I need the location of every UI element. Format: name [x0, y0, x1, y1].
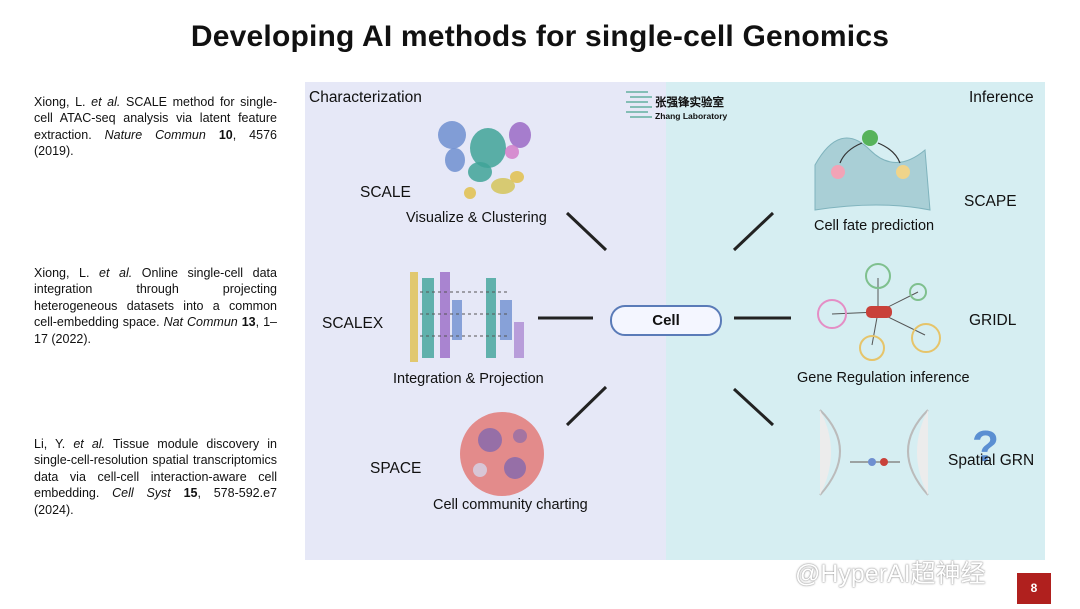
slide-title: Developing AI methods for single-cell Ge… — [190, 20, 890, 53]
spatial-grn-illustration — [819, 409, 929, 496]
gridl-network-illustration — [817, 263, 941, 361]
space-community-illustration — [460, 412, 544, 496]
task-space: Cell community charting — [433, 497, 588, 513]
reference-scale: Xiong, L. et al. SCALE method for single… — [34, 95, 277, 159]
connector-lines — [538, 211, 791, 427]
task-gridl: Gene Regulation inference — [797, 370, 970, 386]
characterization-header: Characterization — [309, 89, 422, 106]
method-scale: SCALE — [360, 184, 411, 201]
reference-space: Li, Y. et al. Tissue module discovery in… — [34, 437, 277, 517]
task-scape: Cell fate prediction — [814, 218, 935, 234]
cell-center-node: Cell — [610, 305, 722, 336]
scalex-integration-illustration — [410, 272, 524, 362]
zhang-lab-logo-icon — [626, 91, 652, 118]
task-scale: Visualize & Clustering — [406, 210, 547, 226]
inference-header: Inference — [969, 89, 1034, 106]
lab-name-en: Zhang Laboratory — [655, 111, 728, 121]
method-gridl: GRIDL — [969, 312, 1017, 329]
method-space: SPACE — [370, 460, 422, 477]
reference-scalex: Xiong, L. et al. Online single-cell data… — [34, 266, 278, 346]
method-scape: SCAPE — [964, 193, 1017, 210]
method-scalex: SCALEX — [322, 315, 384, 332]
question-mark-icon: ? — [972, 422, 999, 471]
task-scalex: Integration & Projection — [393, 371, 544, 387]
scale-cluster-illustration — [438, 121, 531, 199]
page-number: 8 — [1017, 573, 1051, 604]
watermark: @HyperAI超神经 — [795, 560, 986, 588]
scape-landscape-illustration — [814, 130, 931, 211]
method-spatial-grn: Spatial GRN — [948, 452, 1035, 469]
lab-name-cn: 张强锋实验室 — [655, 97, 724, 109]
